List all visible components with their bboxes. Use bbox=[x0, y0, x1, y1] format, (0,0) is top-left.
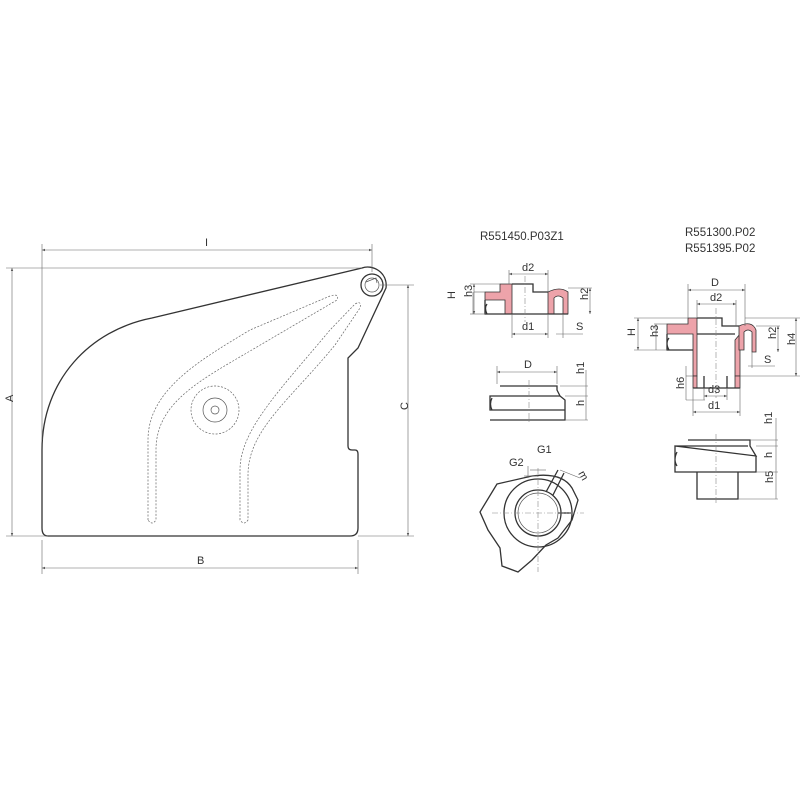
p1-label-S: S bbox=[576, 321, 583, 333]
p1-label-G1: G1 bbox=[537, 444, 552, 456]
plate-outline bbox=[41, 266, 387, 537]
p1-label-h3: h3 bbox=[463, 285, 475, 297]
p2-label-d3: d3 bbox=[708, 384, 720, 396]
part1-views: R551450.P03Z1 H h3 d2 h2 d1 S D h1 h bbox=[446, 231, 592, 573]
part2-title-line2: R551395.P02 bbox=[685, 243, 755, 255]
center-boss bbox=[190, 385, 240, 435]
dim-label-B: B bbox=[197, 555, 204, 567]
dim-label-C: C bbox=[399, 402, 411, 410]
p1-label-h: h bbox=[575, 400, 587, 406]
p2-label-S: S bbox=[764, 354, 771, 366]
p2-label-H: H bbox=[626, 328, 638, 336]
part2-views: R551300.P02 R551395.P02 D d2 H h3 h2 h4 … bbox=[626, 227, 800, 503]
slot-left bbox=[147, 294, 339, 524]
slot-right bbox=[239, 302, 361, 524]
p1-label-d2: d2 bbox=[522, 262, 534, 274]
p1-label-m: m bbox=[575, 469, 590, 483]
p1-label-D: D bbox=[524, 359, 532, 371]
pivot-hole bbox=[360, 273, 384, 297]
part2-title-line1: R551300.P02 bbox=[685, 227, 755, 239]
p1-label-H: H bbox=[446, 291, 458, 299]
p2-label-h1: h1 bbox=[763, 412, 775, 424]
p2-label-d2: d2 bbox=[710, 292, 722, 304]
p1-label-G2: G2 bbox=[509, 457, 524, 469]
p1-label-h2: h2 bbox=[579, 288, 591, 300]
p2-label-h4: h4 bbox=[786, 333, 798, 345]
p2-label-d1: d1 bbox=[708, 400, 720, 412]
p2-label-h: h bbox=[763, 452, 775, 458]
p2-label-h3: h3 bbox=[649, 325, 661, 337]
p2-label-h6: h6 bbox=[675, 377, 687, 389]
p2-label-h5: h5 bbox=[764, 471, 776, 483]
dim-label-I: I bbox=[205, 237, 208, 249]
p2-label-D: D bbox=[711, 277, 719, 289]
p1-label-h1: h1 bbox=[575, 362, 587, 374]
p2-label-h2: h2 bbox=[767, 327, 779, 339]
part1-title: R551450.P03Z1 bbox=[480, 231, 564, 243]
dim-label-A: A bbox=[4, 394, 16, 402]
main-plate-view: I A C B bbox=[4, 237, 414, 574]
p1-label-d1: d1 bbox=[522, 321, 534, 333]
